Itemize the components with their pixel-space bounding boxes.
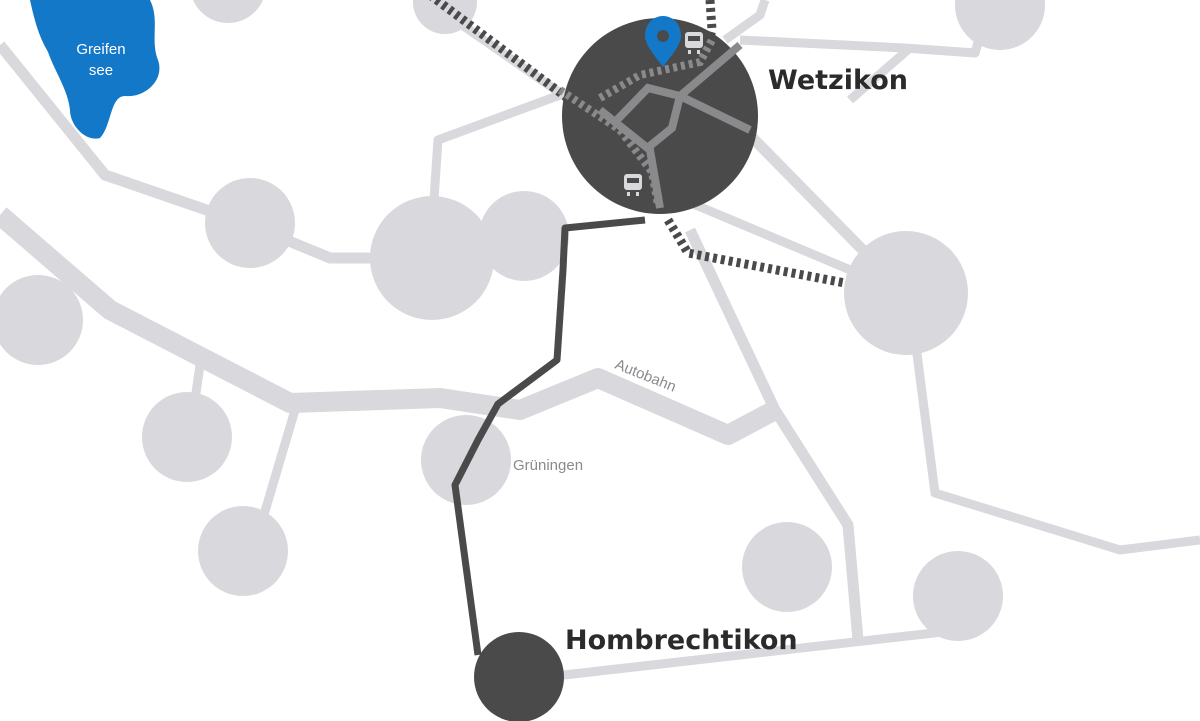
lake-label-line2: see (89, 62, 113, 79)
train-station-icon (685, 32, 703, 54)
town-circle (198, 506, 288, 596)
town-circle-hombrechtikon (474, 632, 564, 721)
town-circle (0, 275, 83, 365)
railway-line (664, 217, 846, 288)
lake-greifensee (30, 0, 160, 139)
town-circle (142, 392, 232, 482)
railway-line (700, 0, 717, 57)
town-circle (844, 231, 968, 355)
town-circle (955, 0, 1045, 50)
town-circles (0, 0, 1045, 641)
wetzikon-area (557, 18, 758, 214)
town-circle (742, 522, 832, 612)
railway-lines (429, 0, 846, 288)
road-in-town (677, 41, 743, 100)
route-line (451, 216, 646, 656)
place-label-wetzikon: Wetzikon (768, 65, 908, 96)
town-circle (193, 0, 263, 23)
town-circle (205, 178, 295, 268)
train-station-icon (624, 174, 642, 196)
road-in-town (678, 92, 752, 134)
railway-line (557, 86, 662, 206)
town-circle (370, 196, 494, 320)
place-label-hombrechtikon: Hombrechtikon (565, 625, 798, 656)
map-pin-icon (645, 16, 681, 67)
lake-label-line1: Greifen (76, 41, 125, 58)
railway-line (429, 0, 573, 104)
railway-line (598, 38, 716, 102)
place-label-grueningen: Grüningen (513, 457, 583, 474)
town-circle (913, 551, 1003, 641)
town-circle (479, 191, 569, 281)
town-circle (413, 0, 477, 34)
